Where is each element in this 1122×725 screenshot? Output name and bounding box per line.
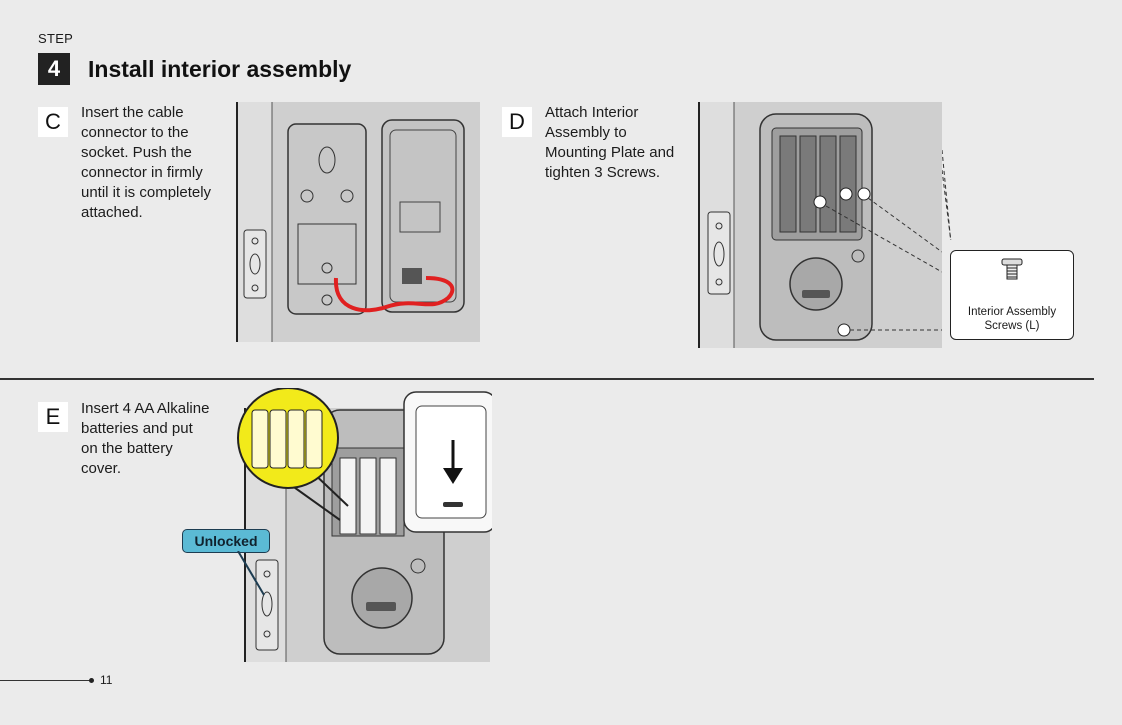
- step-label: STEP: [38, 31, 74, 46]
- section-c-instructions: Insert the cable connector to the socket…: [81, 103, 211, 223]
- instruction-line: on the battery: [81, 440, 173, 457]
- instruction-line: attached.: [81, 204, 143, 221]
- figure-attach-interior: [698, 102, 942, 348]
- step-title: Install interior assembly: [88, 56, 352, 82]
- figure-cable-connection: [236, 102, 480, 342]
- instruction-line: Mounting Plate and: [545, 144, 675, 161]
- instruction-line: Attach Interior: [545, 104, 639, 121]
- instruction-line: socket. Push the: [81, 144, 192, 161]
- callout-line: Interior Assembly: [967, 306, 1057, 318]
- callout-line: Screws (L): [984, 320, 1040, 332]
- step-number: 4: [38, 53, 70, 85]
- screw-callout: Interior Assembly Screws (L): [950, 250, 1074, 340]
- screw-icon: [1001, 258, 1023, 280]
- section-d-instructions: Attach Interior Assembly to Mounting Pla…: [545, 103, 674, 183]
- figure-battery-install: [237, 388, 492, 662]
- badge-pointer: [237, 551, 265, 596]
- footer-rule: [0, 680, 90, 681]
- instruction-line: batteries and put: [81, 420, 193, 437]
- instruction-line: Insert 4 AA Alkaline: [81, 400, 210, 417]
- section-e-instructions: Insert 4 AA Alkaline batteries and put o…: [81, 399, 209, 479]
- section-c-letter: C: [38, 107, 68, 137]
- section-e-letter: E: [38, 402, 68, 432]
- section-d-letter: D: [502, 107, 532, 137]
- instruction-line: connector to the: [81, 124, 189, 141]
- instruction-line: Insert the cable: [81, 104, 184, 121]
- unlocked-badge: Unlocked: [182, 529, 270, 553]
- instruction-line: cover.: [81, 460, 122, 477]
- instruction-line: until it is completely: [81, 184, 212, 201]
- footer-dot: [89, 678, 94, 683]
- instruction-line: Assembly to: [545, 124, 627, 141]
- page-number: 11: [100, 673, 113, 687]
- section-divider: [0, 378, 1094, 380]
- instruction-line: tighten 3 Screws.: [545, 164, 661, 181]
- leader-lines: [942, 150, 952, 240]
- instruction-line: connector in firmly: [81, 164, 203, 181]
